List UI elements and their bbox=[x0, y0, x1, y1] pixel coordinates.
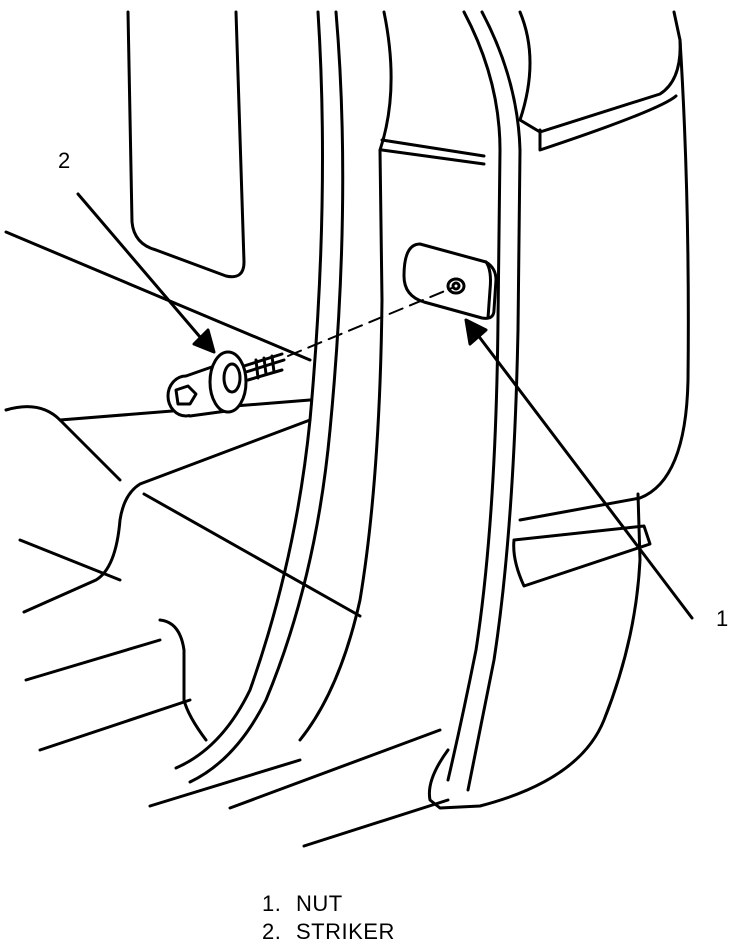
nut-plate-edge bbox=[484, 260, 492, 320]
floor-line-8 bbox=[228, 728, 442, 810]
alignment-line bbox=[287, 287, 453, 357]
leader-line-nut bbox=[472, 328, 694, 620]
legend-item-nut: 1. NUT bbox=[262, 890, 395, 918]
floor-line-7 bbox=[148, 758, 302, 808]
b-pillar-front-edge bbox=[446, 10, 502, 782]
striker-thread bbox=[242, 352, 286, 382]
legend-item-striker: 2. STRIKER bbox=[262, 918, 395, 946]
floor-line-5 bbox=[24, 638, 162, 682]
leader-arrowhead-nut bbox=[464, 318, 488, 346]
rear-quarter-panel-line bbox=[538, 94, 678, 152]
door-jamb-inner-edge bbox=[174, 10, 324, 770]
rear-quarter-panel-right bbox=[518, 38, 690, 522]
door-jamb-inner-edge-2 bbox=[188, 10, 345, 784]
legend-item-label: STRIKER bbox=[296, 919, 395, 944]
legend-item-label: NUT bbox=[296, 891, 343, 916]
nut-hole bbox=[446, 277, 466, 295]
legend-item-number: 2. bbox=[262, 919, 282, 944]
callout-number-nut: 1 bbox=[716, 606, 728, 631]
striker-bolt bbox=[166, 350, 286, 418]
floor-ridge bbox=[22, 418, 312, 614]
rocker-step bbox=[512, 524, 652, 588]
leader-arrowhead-striker bbox=[192, 328, 216, 354]
floor-ridge-2 bbox=[142, 492, 362, 618]
callout-number-striker: 2 bbox=[58, 148, 70, 173]
leader-line-striker bbox=[76, 192, 208, 346]
floor-line-9 bbox=[302, 798, 450, 848]
b-pillar-left-edge bbox=[298, 10, 393, 742]
b-pillar-front-edge-2 bbox=[466, 10, 522, 792]
pillar-mounting-face bbox=[380, 138, 486, 166]
floor-line-4 bbox=[18, 538, 122, 582]
rear-quarter-panel-top bbox=[518, 10, 682, 134]
pillar-lower-sweep bbox=[427, 492, 642, 810]
striker-socket bbox=[174, 384, 198, 406]
floor-line-6 bbox=[38, 698, 192, 752]
door-window-outline bbox=[126, 10, 246, 279]
floor-step bbox=[158, 618, 208, 742]
floor-line-1 bbox=[4, 230, 312, 362]
legend-item-number: 1. bbox=[262, 891, 282, 916]
parts-legend: 1. NUT 2. STRIKER bbox=[262, 890, 395, 946]
striker-washer-inner bbox=[222, 362, 242, 394]
nut-hole-inner bbox=[451, 281, 461, 291]
